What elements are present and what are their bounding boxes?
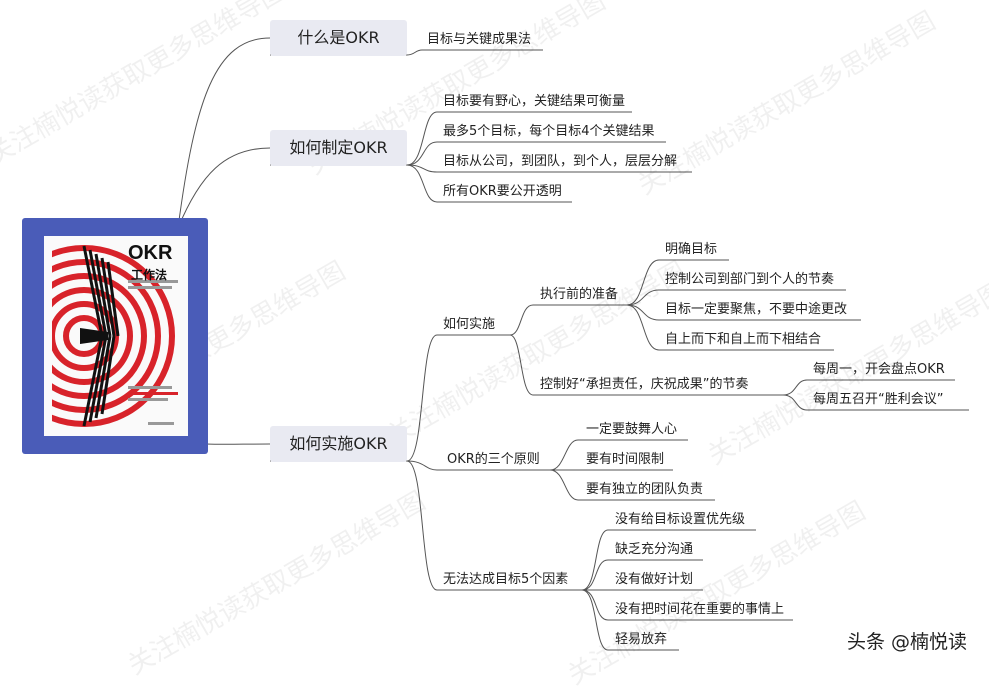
- leaf-item: 轻易放弃: [615, 632, 668, 647]
- leaf-item: 缺乏充分沟通: [615, 542, 694, 557]
- sub-branch-failure-factors[interactable]: 无法达成目标5个因素: [443, 572, 569, 587]
- leaf-item: 目标要有野心，关键结果可衡量: [443, 94, 626, 109]
- sub-branch-principles[interactable]: OKR的三个原则: [447, 452, 540, 467]
- leaf-item: 目标与关键成果法: [427, 32, 532, 47]
- leaf-item: 要有时间限制: [586, 452, 665, 467]
- sub-branch-implement[interactable]: 如何实施: [443, 317, 496, 332]
- sub-branch-prep[interactable]: 执行前的准备: [540, 287, 619, 302]
- branch-how-to-implement-okr[interactable]: 如何实施OKR: [270, 426, 407, 462]
- leaf-item: 没有给目标设置优先级: [615, 512, 746, 527]
- footer-credit: 头条 @楠悦读: [846, 631, 967, 653]
- branch-how-to-set-okr[interactable]: 如何制定OKR: [270, 130, 407, 166]
- book-subtitle: 工作法: [131, 268, 168, 282]
- leaf-item: 最多5个目标，每个目标4个关键结果: [443, 124, 655, 139]
- book-title: OKR: [128, 242, 173, 264]
- leaf-item: 一定要鼓舞人心: [586, 422, 678, 437]
- leaf-item: 所有OKR要公开透明: [443, 184, 562, 199]
- book-target-graphic: [44, 236, 178, 436]
- leaf-item: 没有做好计划: [615, 572, 694, 587]
- leaf-item: 没有把时间花在重要的事情上: [615, 602, 785, 617]
- leaf-item: 目标一定要聚焦，不要中途更改: [665, 302, 848, 317]
- sub-branch-rhythm[interactable]: 控制好“承担责任，庆祝成果”的节奏: [540, 377, 749, 392]
- book-cover: OKR 工作法: [44, 236, 188, 436]
- leaf-item: 每周五召开“胜利会议”: [813, 392, 944, 407]
- leaf-item: 目标从公司，到团队，到个人，层层分解: [443, 154, 678, 169]
- leaf-item: 每周一，开会盘点OKR: [813, 362, 945, 377]
- leaf-item: 明确目标: [665, 242, 718, 257]
- leaf-item: 要有独立的团队负责: [586, 482, 704, 497]
- leaf-item: 控制公司到部门到个人的节奏: [665, 272, 835, 287]
- branch-what-is-okr[interactable]: 什么是OKR: [270, 20, 407, 56]
- leaf-item: 自上而下和自上而下相结合: [665, 332, 822, 347]
